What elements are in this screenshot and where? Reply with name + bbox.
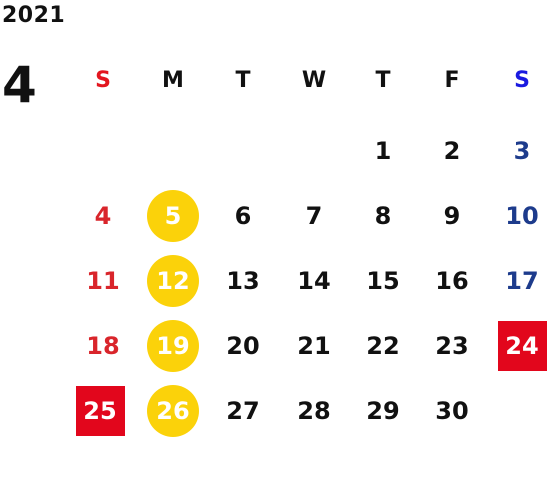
day-cell-24-highlighted[interactable]: 24 bbox=[492, 321, 548, 371]
day-cell-13[interactable]: 13 bbox=[213, 256, 273, 306]
day-number: 2 bbox=[443, 137, 461, 165]
day-cell-16[interactable]: 16 bbox=[422, 256, 482, 306]
day-number: 14 bbox=[297, 267, 331, 295]
day-cell-19-highlighted[interactable]: 19 bbox=[143, 320, 203, 372]
day-cell-6[interactable]: 6 bbox=[213, 191, 273, 241]
weekday-header-tue: T bbox=[235, 67, 251, 93]
day-number: 25 bbox=[83, 397, 117, 425]
day-number: 28 bbox=[297, 397, 331, 425]
day-number: 19 bbox=[156, 332, 190, 360]
weekday-header-sun: S bbox=[95, 67, 111, 93]
day-number: 4 bbox=[94, 202, 112, 230]
weekday-header-sat: S bbox=[514, 67, 530, 93]
day-cell-11[interactable]: 11 bbox=[73, 256, 133, 306]
day-number: 30 bbox=[435, 397, 469, 425]
day-number: 27 bbox=[226, 397, 260, 425]
day-number: 9 bbox=[443, 202, 461, 230]
day-cell-5-highlighted[interactable]: 5 bbox=[143, 190, 203, 242]
day-cell-3[interactable]: 3 bbox=[492, 126, 548, 176]
day-number: 11 bbox=[86, 267, 120, 295]
weekday-header-fri: F bbox=[444, 67, 460, 93]
day-cell-10[interactable]: 10 bbox=[492, 191, 548, 241]
day-cell-14[interactable]: 14 bbox=[284, 256, 344, 306]
day-cell-7[interactable]: 7 bbox=[284, 191, 344, 241]
day-number: 8 bbox=[374, 202, 392, 230]
day-cell-21[interactable]: 21 bbox=[284, 321, 344, 371]
day-number: 3 bbox=[513, 137, 531, 165]
day-number: 1 bbox=[374, 137, 392, 165]
weekday-header-thu: T bbox=[375, 67, 391, 93]
day-number: 20 bbox=[226, 332, 260, 360]
day-number: 24 bbox=[505, 332, 539, 360]
day-cell-30[interactable]: 30 bbox=[422, 386, 482, 436]
day-number: 6 bbox=[234, 202, 252, 230]
day-cell-22[interactable]: 22 bbox=[353, 321, 413, 371]
day-cell-9[interactable]: 9 bbox=[422, 191, 482, 241]
day-number: 5 bbox=[164, 202, 182, 230]
day-cell-25-highlighted[interactable]: 25 bbox=[70, 386, 130, 436]
day-cell-20[interactable]: 20 bbox=[213, 321, 273, 371]
year-label: 2021 bbox=[2, 3, 66, 28]
day-number: 15 bbox=[366, 267, 400, 295]
day-number: 10 bbox=[505, 202, 539, 230]
day-number: 12 bbox=[156, 267, 190, 295]
day-number: 17 bbox=[505, 267, 539, 295]
day-cell-26-highlighted[interactable]: 26 bbox=[143, 385, 203, 437]
day-number: 23 bbox=[435, 332, 469, 360]
day-cell-8[interactable]: 8 bbox=[353, 191, 413, 241]
day-number: 29 bbox=[366, 397, 400, 425]
day-cell-1[interactable]: 1 bbox=[353, 126, 413, 176]
day-number: 22 bbox=[366, 332, 400, 360]
weekday-header-wed: W bbox=[301, 67, 327, 93]
day-cell-4[interactable]: 4 bbox=[73, 191, 133, 241]
day-cell-27[interactable]: 27 bbox=[213, 386, 273, 436]
day-number: 16 bbox=[435, 267, 469, 295]
day-cell-12-highlighted[interactable]: 12 bbox=[143, 255, 203, 307]
day-cell-2[interactable]: 2 bbox=[422, 126, 482, 176]
day-cell-17[interactable]: 17 bbox=[492, 256, 548, 306]
day-cell-28[interactable]: 28 bbox=[284, 386, 344, 436]
day-number: 26 bbox=[156, 397, 190, 425]
day-cell-15[interactable]: 15 bbox=[353, 256, 413, 306]
day-cell-18[interactable]: 18 bbox=[73, 321, 133, 371]
day-number: 13 bbox=[226, 267, 260, 295]
weekday-header-mon: M bbox=[162, 67, 184, 93]
day-cell-23[interactable]: 23 bbox=[422, 321, 482, 371]
day-number: 18 bbox=[86, 332, 120, 360]
month-label: 4 bbox=[2, 56, 37, 114]
day-number: 7 bbox=[305, 202, 323, 230]
day-cell-29[interactable]: 29 bbox=[353, 386, 413, 436]
day-number: 21 bbox=[297, 332, 331, 360]
